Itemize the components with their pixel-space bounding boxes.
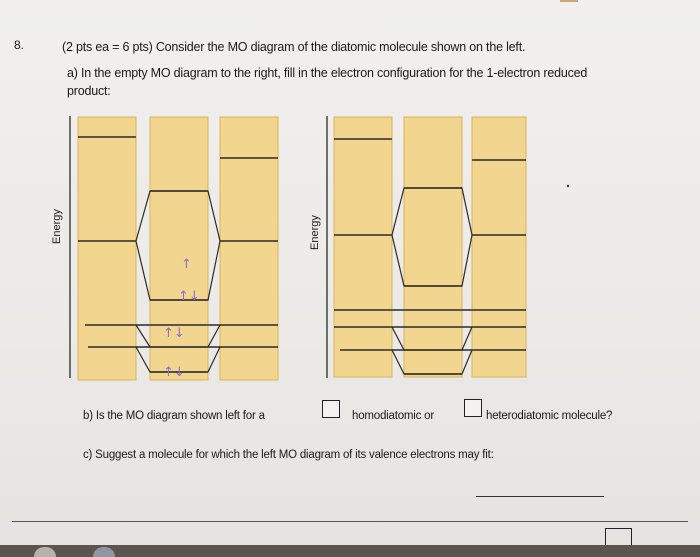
right-atom-a-column bbox=[333, 116, 393, 378]
left-electron-arrow-1: ↑ bbox=[181, 257, 192, 272]
left-electron-arrow-4: ↑↓ bbox=[163, 365, 185, 380]
bottom-rule bbox=[12, 521, 688, 522]
stray-dot bbox=[566, 184, 570, 188]
browser-icon[interactable] bbox=[93, 547, 115, 557]
right-energy-label: Energy bbox=[309, 215, 321, 250]
heterodiatomic-checkbox[interactable] bbox=[464, 399, 482, 417]
app-icon[interactable] bbox=[34, 547, 56, 557]
right-mo-column bbox=[403, 116, 463, 378]
left-atom-a-column bbox=[77, 116, 137, 381]
left-electron-arrow-3: ↑↓ bbox=[163, 326, 185, 341]
right-mo-diagram bbox=[326, 116, 527, 378]
left-mo-diagram bbox=[69, 116, 279, 381]
top-edge-mark bbox=[560, 0, 578, 2]
left-mo-column bbox=[149, 116, 209, 381]
right-atom-b-column bbox=[471, 116, 527, 378]
part-a-line-1: a) In the empty MO diagram to the right,… bbox=[67, 66, 588, 80]
part-b-prompt: b) Is the MO diagram shown left for a bbox=[83, 410, 265, 422]
taskbar bbox=[0, 545, 700, 557]
answer-blank[interactable] bbox=[476, 496, 604, 497]
homodiatomic-label: homodiatomic or bbox=[352, 410, 435, 422]
heterodiatomic-label: heterodiatomic molecule? bbox=[486, 410, 613, 422]
question-intro: (2 pts ea = 6 pts) Consider the MO diagr… bbox=[62, 40, 526, 54]
question-number: 8. bbox=[14, 38, 24, 52]
homodiatomic-checkbox[interactable] bbox=[322, 400, 340, 418]
part-c-prompt: c) Suggest a molecule for which the left… bbox=[83, 449, 494, 461]
bottom-checkbox[interactable] bbox=[605, 528, 632, 552]
left-electron-arrow-2: ↑↓ bbox=[178, 289, 200, 304]
left-atom-b-column bbox=[219, 116, 279, 381]
left-energy-label: Energy bbox=[51, 209, 63, 244]
part-a-line-2: product: bbox=[67, 84, 111, 98]
